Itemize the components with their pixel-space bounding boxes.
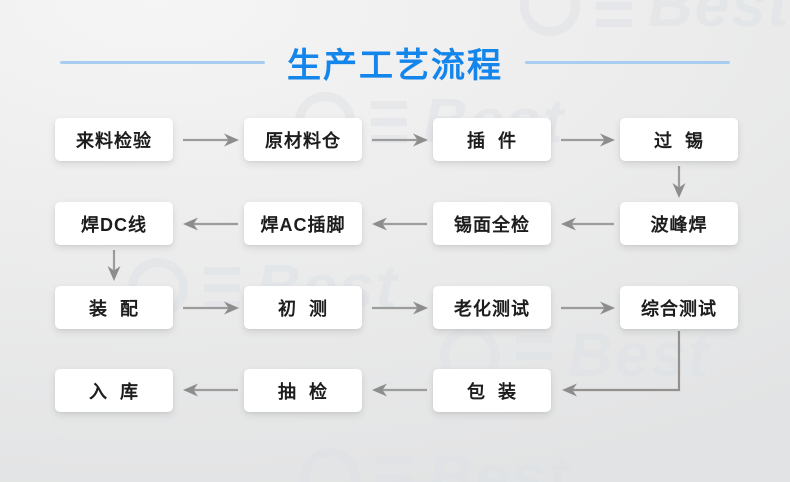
arrow-right-icon [372,301,428,315]
arrow-right-icon [183,133,239,147]
arrow-right-icon [561,301,615,315]
title-divider-right [525,60,730,64]
node-raw-material-warehouse: 原材料仓 [244,118,362,161]
node-warehousing: 入 库 [55,369,173,412]
node-incoming-inspection: 来料检验 [55,118,173,161]
arrow-right-icon [372,133,428,147]
node-solder-ac-pins: 焊AC插脚 [244,202,362,245]
arrow-left-icon [372,383,427,397]
node-sampling-inspection: 抽 检 [244,369,362,412]
node-component-insertion: 插 件 [433,118,551,161]
node-packaging: 包 装 [433,369,551,412]
title-row: 生产工艺流程 [0,38,790,86]
arrow-down-icon [107,250,121,281]
node-wave-soldering: 波峰焊 [620,202,738,245]
node-tinning: 过 锡 [620,118,738,161]
arrow-left-icon [183,383,238,397]
title-divider-left [60,60,265,64]
arrow-right-icon [561,133,615,147]
node-aging-test: 老化测试 [433,286,551,329]
node-assembly: 装 配 [55,286,173,329]
page-title: 生产工艺流程 [287,46,503,85]
arrow-down-icon [672,166,686,198]
node-comprehensive-test: 综合测试 [620,286,738,329]
arrow-right-icon [183,301,239,315]
node-solder-dc-wire: 焊DC线 [55,202,173,245]
arrow-left-icon [372,217,427,231]
arrow-elbow-left-icon [562,331,681,397]
node-initial-test: 初 测 [244,286,362,329]
node-solder-surface-inspection: 锡面全检 [433,202,551,245]
arrow-left-icon [183,217,238,231]
arrow-left-icon [561,217,614,231]
